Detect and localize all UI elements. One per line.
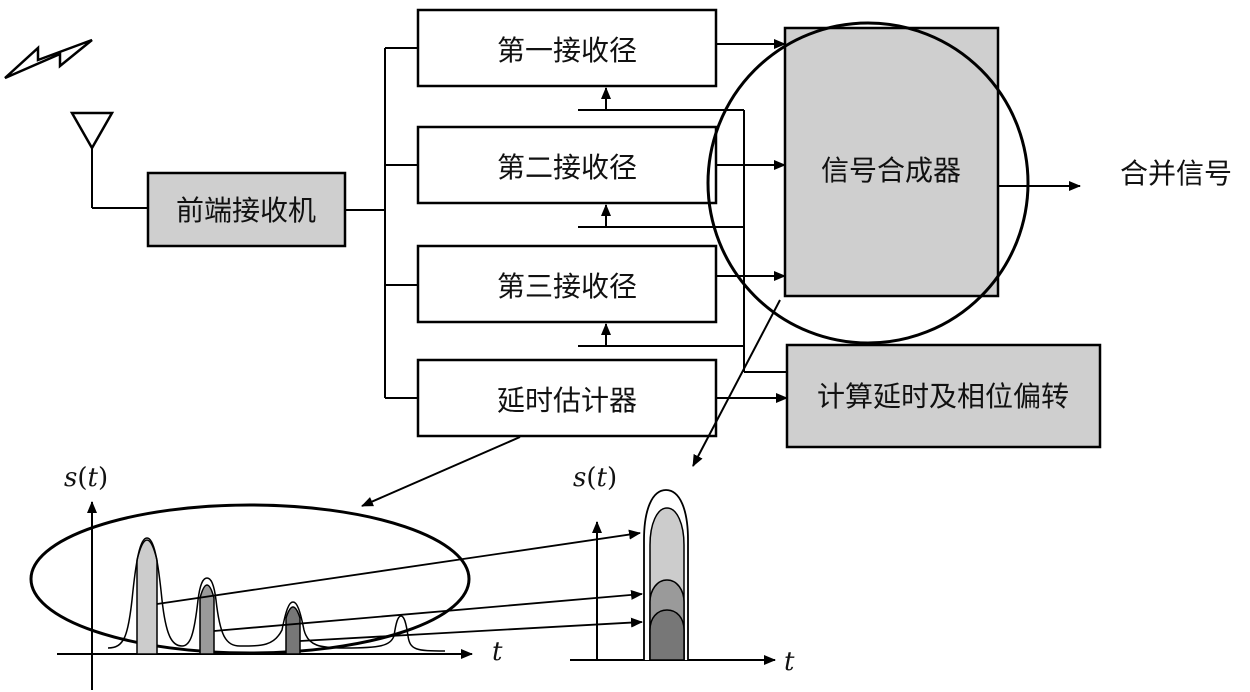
right-x-axis-label: t [784, 647, 795, 677]
distribution-bus [345, 47, 418, 399]
front-end-receiver-label: 前端接收机 [176, 194, 316, 227]
path1-block: 第一接收径 [416, 8, 718, 88]
combined-plot: s(t) t [570, 463, 795, 677]
combined-pulse-3 [649, 609, 685, 661]
compute-delay-phase-label: 计算延时及相位偏转 [817, 380, 1069, 413]
delay-estimator-label: 延时估计器 [497, 384, 637, 417]
path-output-arrows [716, 39, 788, 403]
output-label: 合并信号 [1120, 157, 1232, 190]
callout-arrow-left [361, 436, 521, 507]
right-y-axis-label: s(t) [573, 463, 617, 493]
antenna-icon [69, 111, 148, 209]
left-y-axis-label: s(t) [64, 463, 108, 493]
front-end-receiver-block: 前端接收机 [146, 171, 347, 248]
multipath-plot: s(t) t [29, 463, 503, 690]
callout-arrow-right [692, 299, 781, 467]
combiner-highlight-circle [706, 21, 1030, 345]
delay-estimator-block: 延时估计器 [416, 358, 718, 438]
path1-label: 第一接收径 [497, 34, 637, 67]
left-x-axis-label: t [492, 637, 503, 667]
path3-label: 第三接收径 [497, 270, 637, 303]
path2-label: 第二接收径 [497, 151, 637, 184]
signal-combiner-label: 信号合成器 [821, 154, 961, 187]
path3-block: 第三接收径 [416, 244, 718, 324]
compute-delay-phase-block: 计算延时及相位偏转 [785, 343, 1102, 449]
combining-arrows [156, 529, 643, 642]
signal-combiner-block: 信号合成器 [783, 26, 1000, 298]
pulse-3 [285, 606, 301, 655]
path2-block: 第二接收径 [416, 125, 718, 205]
multipath-plot-ellipse [29, 503, 471, 655]
delay-feedback-lines [578, 87, 787, 373]
received-waveform [107, 537, 446, 652]
lightning-icon [4, 38, 93, 80]
pulse-1 [136, 539, 158, 655]
